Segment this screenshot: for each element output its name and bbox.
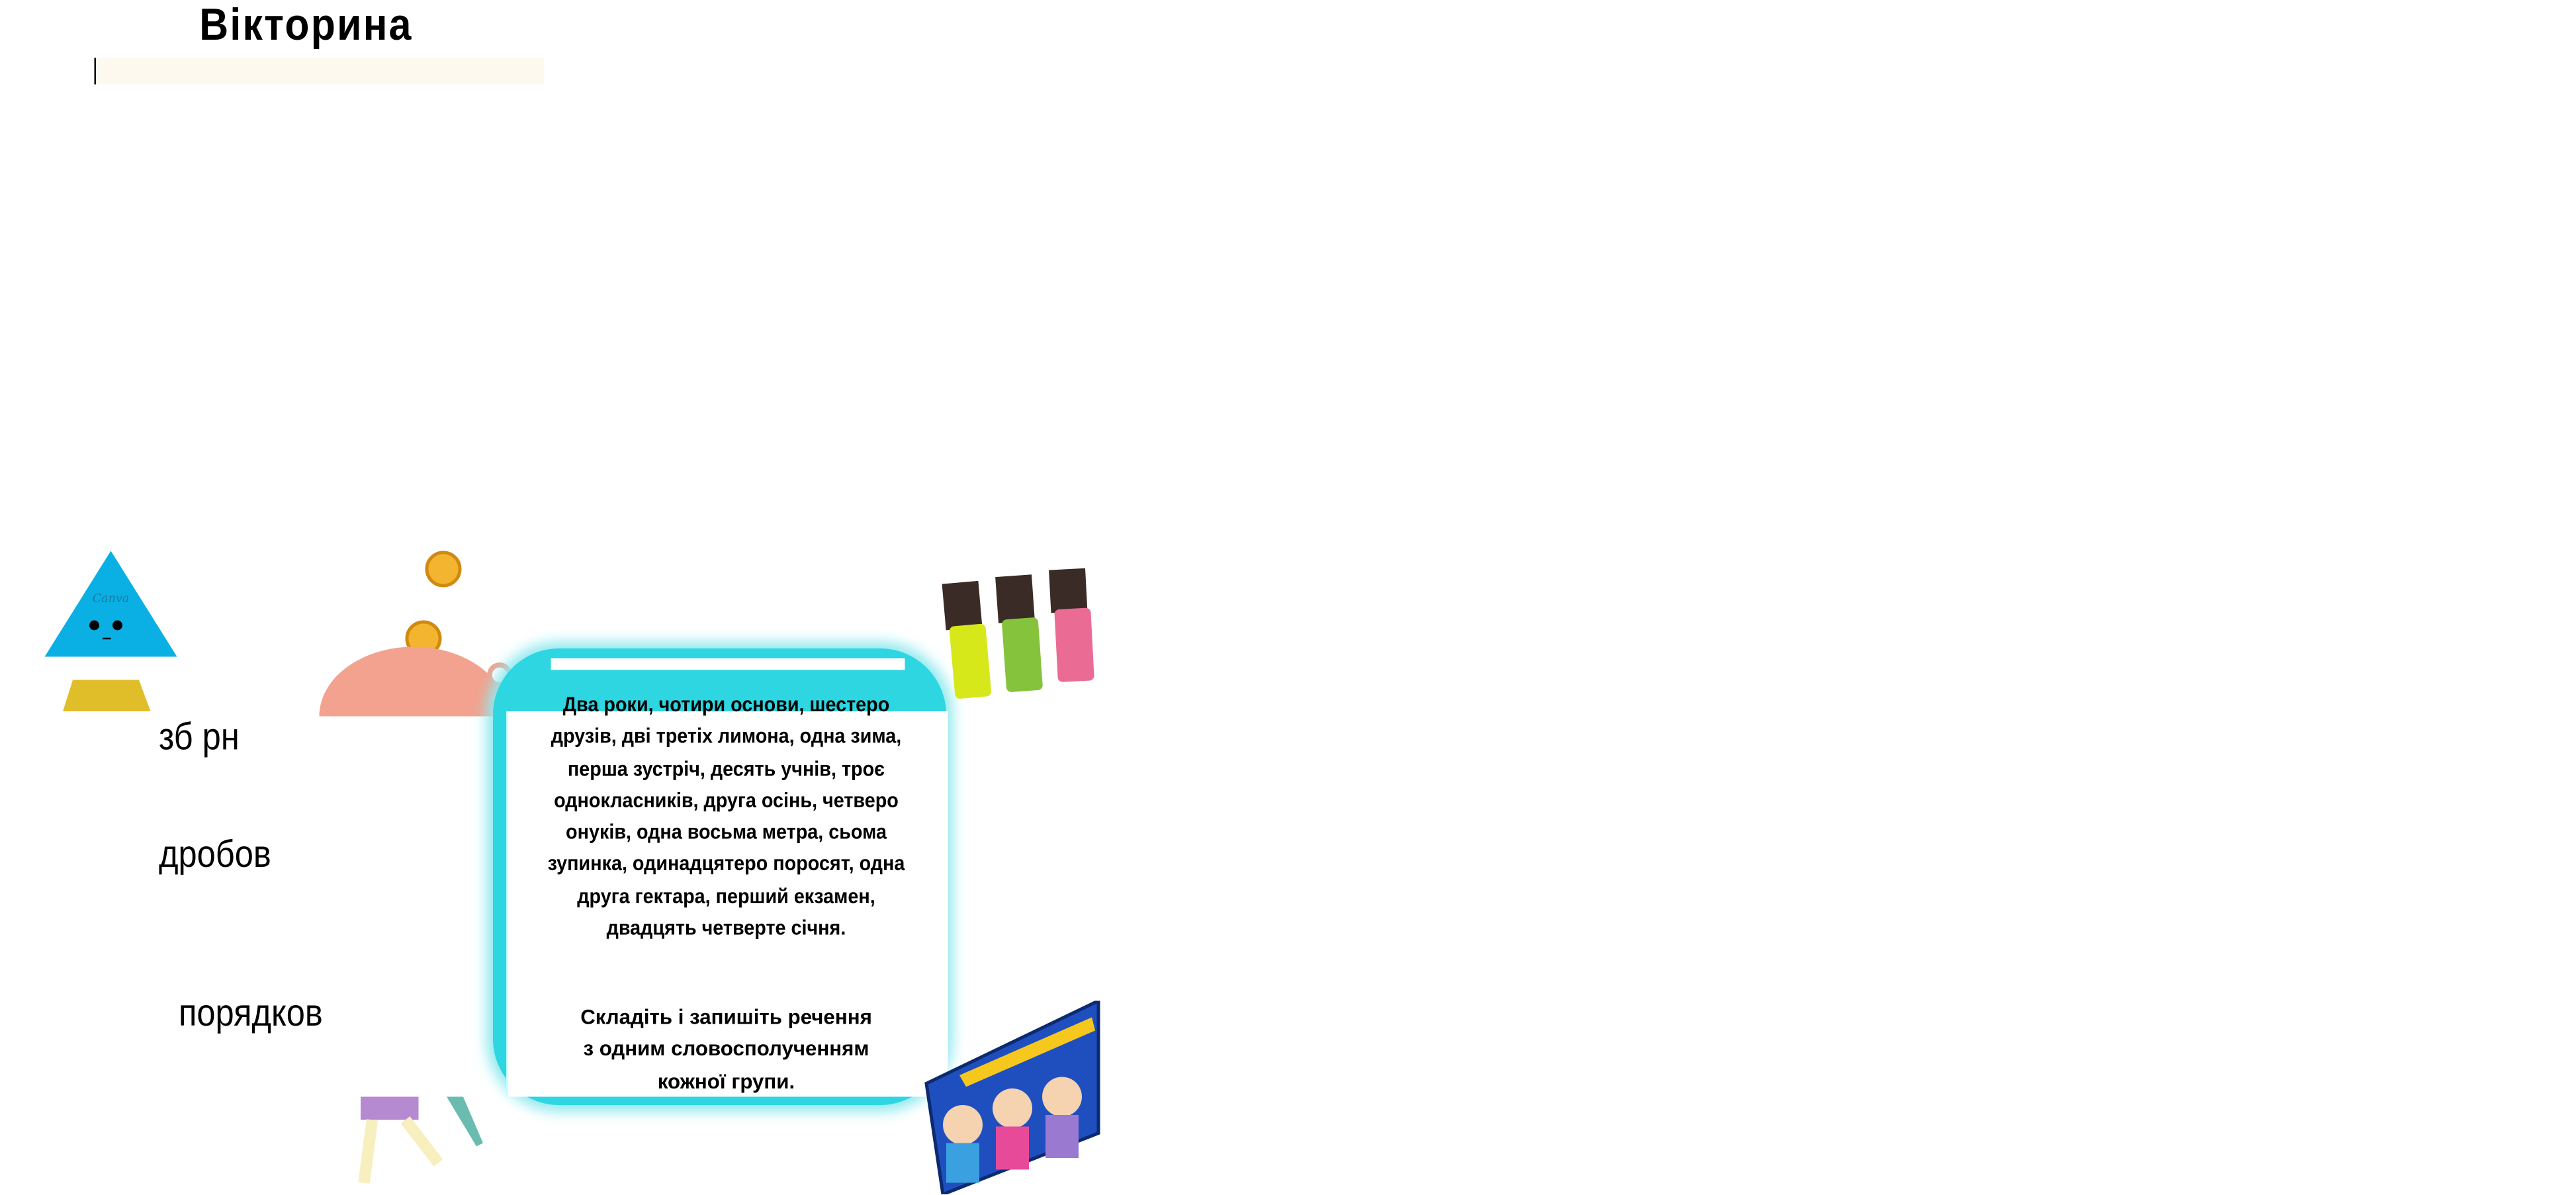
quiz-task-text: Складіть і запишіть речення з одним слов… — [506, 1002, 946, 1098]
text-input-bar[interactable] — [94, 58, 545, 85]
card-line: друзів, дві третіх лимона, одна зима, — [551, 725, 902, 748]
label-zbirn: зб рн — [159, 715, 240, 758]
quiz-card-text: Два роки, чотири основи, шестеро друзів,… — [524, 690, 929, 946]
card-line: онуків, одна восьма метра, сьома — [566, 820, 887, 844]
girl-legs-icon — [358, 1096, 483, 1184]
card-line: двадцять четверте січня. — [606, 916, 846, 940]
highlighters-icon — [942, 568, 1094, 699]
page-title: Вікторина — [199, 0, 413, 50]
card-line: однокласників, друга осінь, четверо — [554, 789, 899, 813]
task-line: Складіть і запишіть речення — [580, 1006, 872, 1029]
card-header-bar — [551, 658, 905, 670]
label-drobov: дробов — [159, 832, 271, 875]
quiz-card-panel — [506, 711, 948, 1097]
card-line: Два роки, чотири основи, шестеро — [562, 693, 890, 717]
task-line: з одним словосполученням — [583, 1038, 869, 1061]
triangle-character-icon — [44, 551, 177, 711]
folder-children-icon — [924, 1000, 1100, 1194]
task-line: кожної групи. — [657, 1069, 795, 1093]
card-line: зупинка, одинадцятеро поросят, одна — [547, 852, 905, 876]
canva-watermark: Canva — [92, 592, 130, 605]
label-poryadkov: порядков — [179, 991, 323, 1034]
card-line: перша зустріч, десять учнів, троє — [567, 756, 885, 780]
card-line: друга гектара, перший екзамен, — [577, 884, 875, 908]
